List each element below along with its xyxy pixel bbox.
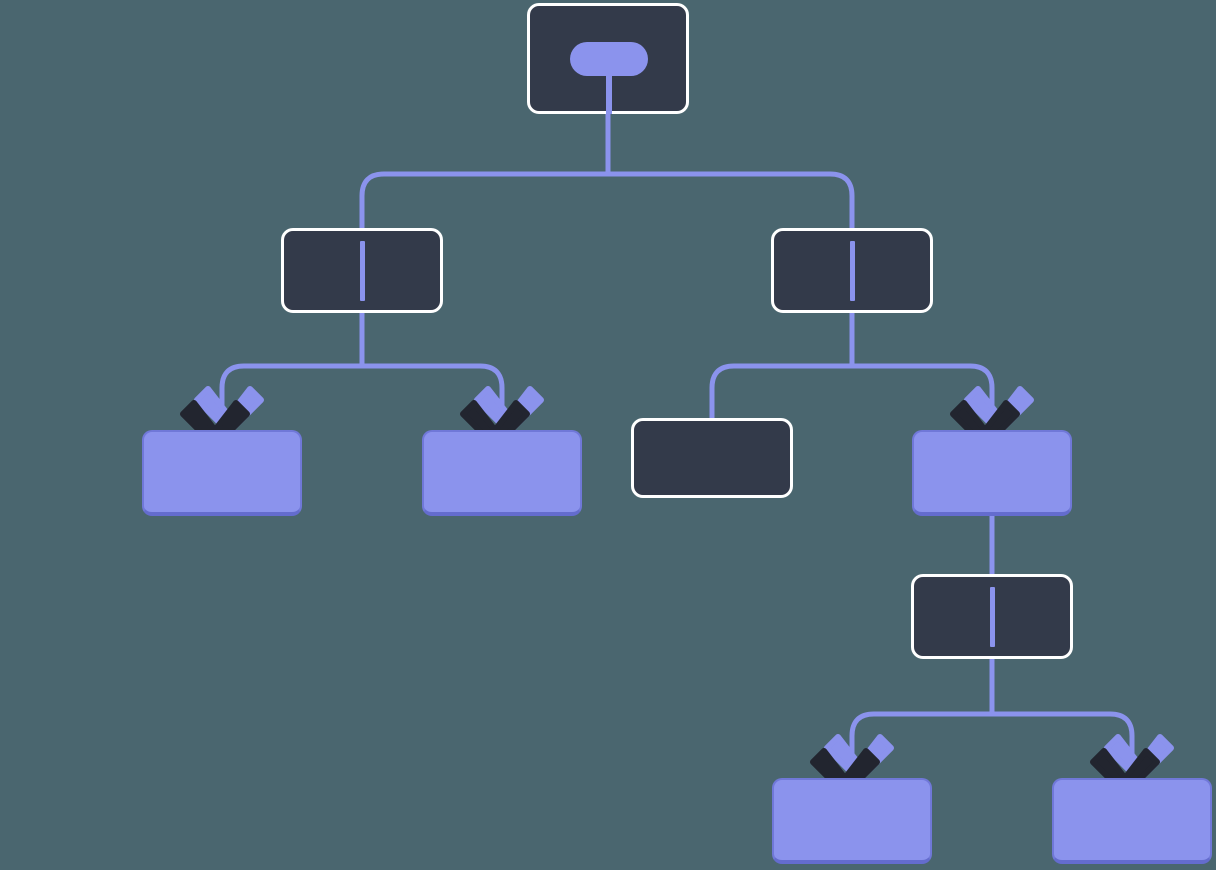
edge-e-l4-l5b	[989, 659, 1135, 778]
edge-e-l4-l5a	[849, 659, 995, 778]
node-vertical-bar-icon	[989, 586, 995, 647]
node-stem-icon	[606, 76, 612, 114]
node-vertical-bar-icon	[849, 240, 855, 301]
arrowhead-light-e-l2left-l3a	[194, 386, 264, 435]
edge-e-l2right-l3d	[849, 313, 995, 430]
node-l3-a[interactable]	[142, 430, 302, 516]
node-pill-icon	[570, 42, 648, 76]
node-l2-left[interactable]	[281, 228, 443, 313]
node-l3-c[interactable]	[631, 418, 793, 498]
node-root[interactable]	[527, 3, 689, 114]
arrowhead-light-e-l2right-l3d	[964, 386, 1034, 435]
node-l4[interactable]	[911, 574, 1073, 659]
arrowhead-light-e-l2left-l3b	[474, 386, 544, 435]
arrowhead-light-e-l4-l5b	[1104, 734, 1174, 783]
arrowhead-light-e-l4-l5a	[824, 734, 894, 783]
edge-e-root-l2right	[605, 114, 855, 228]
node-l3-d[interactable]	[912, 430, 1072, 516]
node-l5-a[interactable]	[772, 778, 932, 864]
edge-e-l2left-l3a	[219, 313, 365, 430]
edge-e-root-l2left	[359, 114, 611, 228]
edge-e-l2left-l3b	[359, 313, 505, 430]
node-l2-right[interactable]	[771, 228, 933, 313]
node-l5-b[interactable]	[1052, 778, 1212, 864]
node-vertical-bar-icon	[359, 240, 365, 301]
edge-e-l2right-l3c	[709, 313, 855, 418]
node-l3-b[interactable]	[422, 430, 582, 516]
